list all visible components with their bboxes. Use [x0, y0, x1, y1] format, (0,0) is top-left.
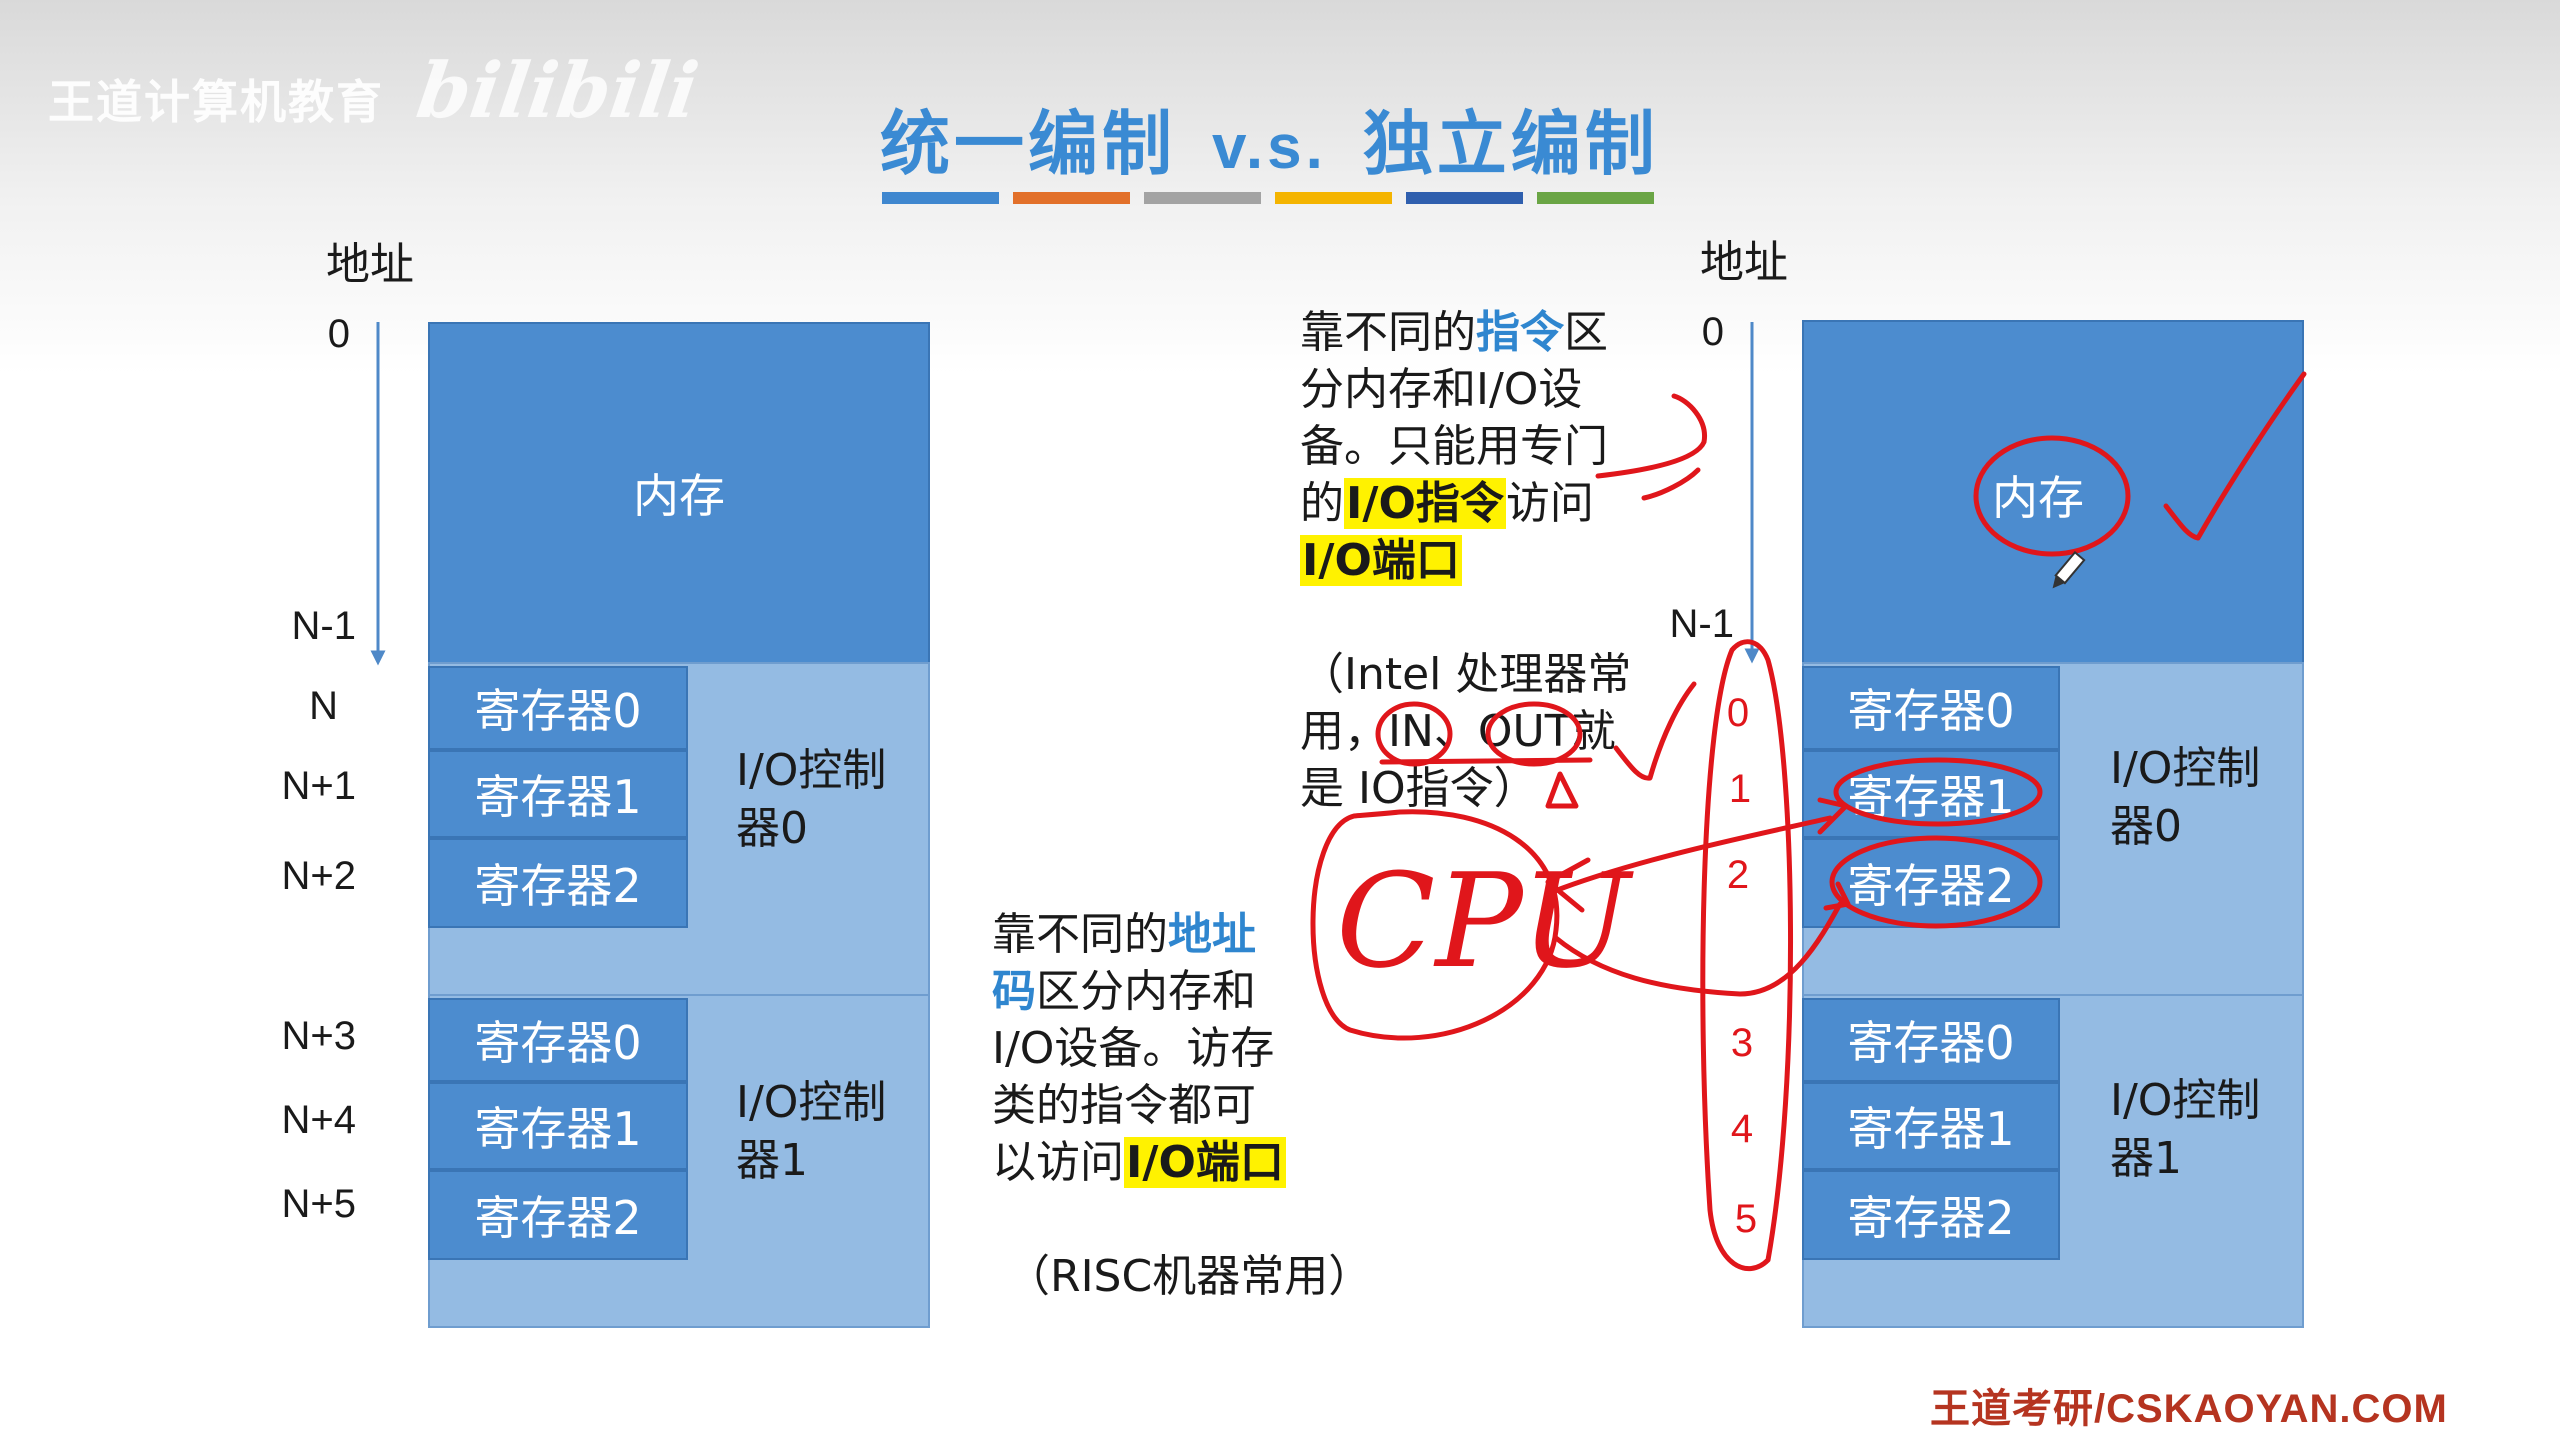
right-c1-register-2: 寄存器2	[1802, 1170, 2060, 1260]
slide-title: 统一编制 v.s. 独立编制	[880, 88, 1659, 189]
left-addr-n+1: N+1	[281, 764, 357, 808]
right-memory-label: 内存	[1992, 471, 2084, 525]
independent-description: 靠不同的指令区 分内存和I/O设 备。只能用专门 的I/O指令访问 I/O端口	[1300, 307, 1608, 586]
right-memory-block: 内存	[1802, 320, 2304, 664]
port-number-loop	[1700, 639, 1794, 1272]
channel-watermark: 王道计算机教育	[48, 75, 384, 129]
port-number-5: 5	[1735, 1197, 1757, 1241]
title-color-bar	[1275, 192, 1392, 204]
right-c1-register-0: 寄存器0	[1802, 998, 2060, 1082]
left-addr-n+5: N+5	[281, 1182, 357, 1226]
left-c0-register-0: 寄存器0	[428, 666, 688, 750]
cpu-handwritten-label: CPU	[1336, 845, 1635, 997]
right-c0-register-1: 寄存器1	[1802, 750, 2060, 838]
port-number-0: 0	[1727, 691, 1749, 735]
port-number-1: 1	[1729, 767, 1751, 811]
io-instruction-arrow	[1595, 393, 1707, 501]
left-c0-register-1: 寄存器1	[428, 750, 688, 838]
left-c1-register-1: 寄存器1	[428, 1082, 688, 1170]
title-color-bar	[1013, 192, 1130, 204]
port-number-2: 2	[1727, 853, 1749, 897]
title-independent: 独立编制	[1362, 103, 1659, 185]
unified-description: 靠不同的地址 码区分内存和 I/O设备。访存 类的指令都可 以访问I/O端口	[992, 909, 1286, 1188]
right-c0-label: I/O控制器0	[2110, 743, 2261, 852]
left-c1-label: I/O控制器1	[736, 1077, 887, 1186]
left-c1-register-0: 寄存器0	[428, 998, 688, 1082]
title-color-bar	[1406, 192, 1523, 204]
bilibili-logo: bilibili	[411, 46, 704, 135]
port-number-4: 4	[1731, 1107, 1753, 1151]
left-addr-0: 0	[327, 312, 350, 356]
left-c0-label: I/O控制器0	[736, 745, 887, 854]
left-addr-n+4: N+4	[281, 1098, 357, 1142]
port-number-3: 3	[1731, 1021, 1753, 1065]
left-memory-block: 内存	[428, 322, 930, 664]
title-unified: 统一编制	[880, 103, 1176, 185]
right-c0-register-0: 寄存器0	[1802, 666, 2060, 750]
right-c1-register-1: 寄存器1	[1802, 1082, 2060, 1170]
title-color-bar	[1537, 192, 1654, 204]
left-address-axis-label: 地址	[326, 239, 414, 290]
right-address-axis-label: 地址	[1700, 237, 1788, 288]
right-addr-0: 0	[1701, 310, 1724, 354]
left-addr-n-1: N-1	[291, 604, 356, 648]
left-c0-register-2: 寄存器2	[428, 838, 688, 928]
title-color-bar	[882, 192, 999, 204]
left-addr-n: N	[309, 684, 338, 728]
cpu-circle	[1310, 809, 1560, 1041]
left-addr-n+2: N+2	[281, 854, 357, 898]
title-color-bar	[1144, 192, 1261, 204]
footer-brand: 王道考研/CSKAOYAN.COM	[1930, 1387, 2448, 1431]
right-c0-register-2: 寄存器2	[1802, 838, 2060, 928]
right-c1-label: I/O控制器1	[2110, 1075, 2261, 1184]
risc-note: （RISC机器常用）	[1006, 1251, 1373, 1302]
left-addr-n+3: N+3	[281, 1014, 357, 1058]
title-vs: v.s.	[1212, 113, 1327, 182]
cpu-arrowhead	[1545, 857, 1591, 913]
intel-note: （Intel 处理器常 用，IN、OUT就 是 IO指令）	[1300, 649, 1632, 814]
left-c1-register-2: 寄存器2	[428, 1170, 688, 1260]
right-addr-n-1: N-1	[1669, 602, 1734, 646]
